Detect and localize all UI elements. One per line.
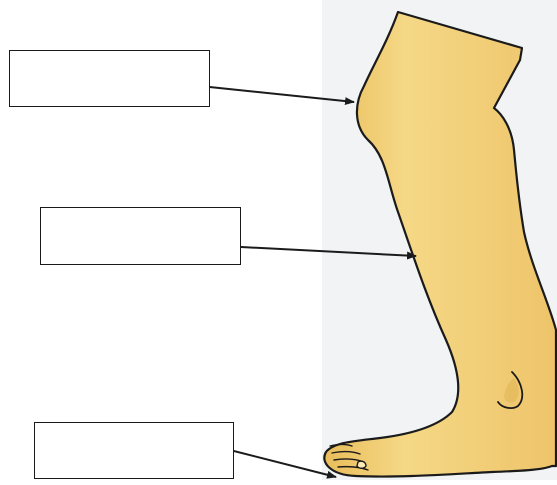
label-box-calf[interactable]	[40, 207, 241, 265]
label-box-knee[interactable]	[9, 50, 210, 107]
arrow-toes	[222, 448, 336, 477]
toenail	[357, 461, 366, 468]
label-box-toes[interactable]	[34, 422, 234, 479]
